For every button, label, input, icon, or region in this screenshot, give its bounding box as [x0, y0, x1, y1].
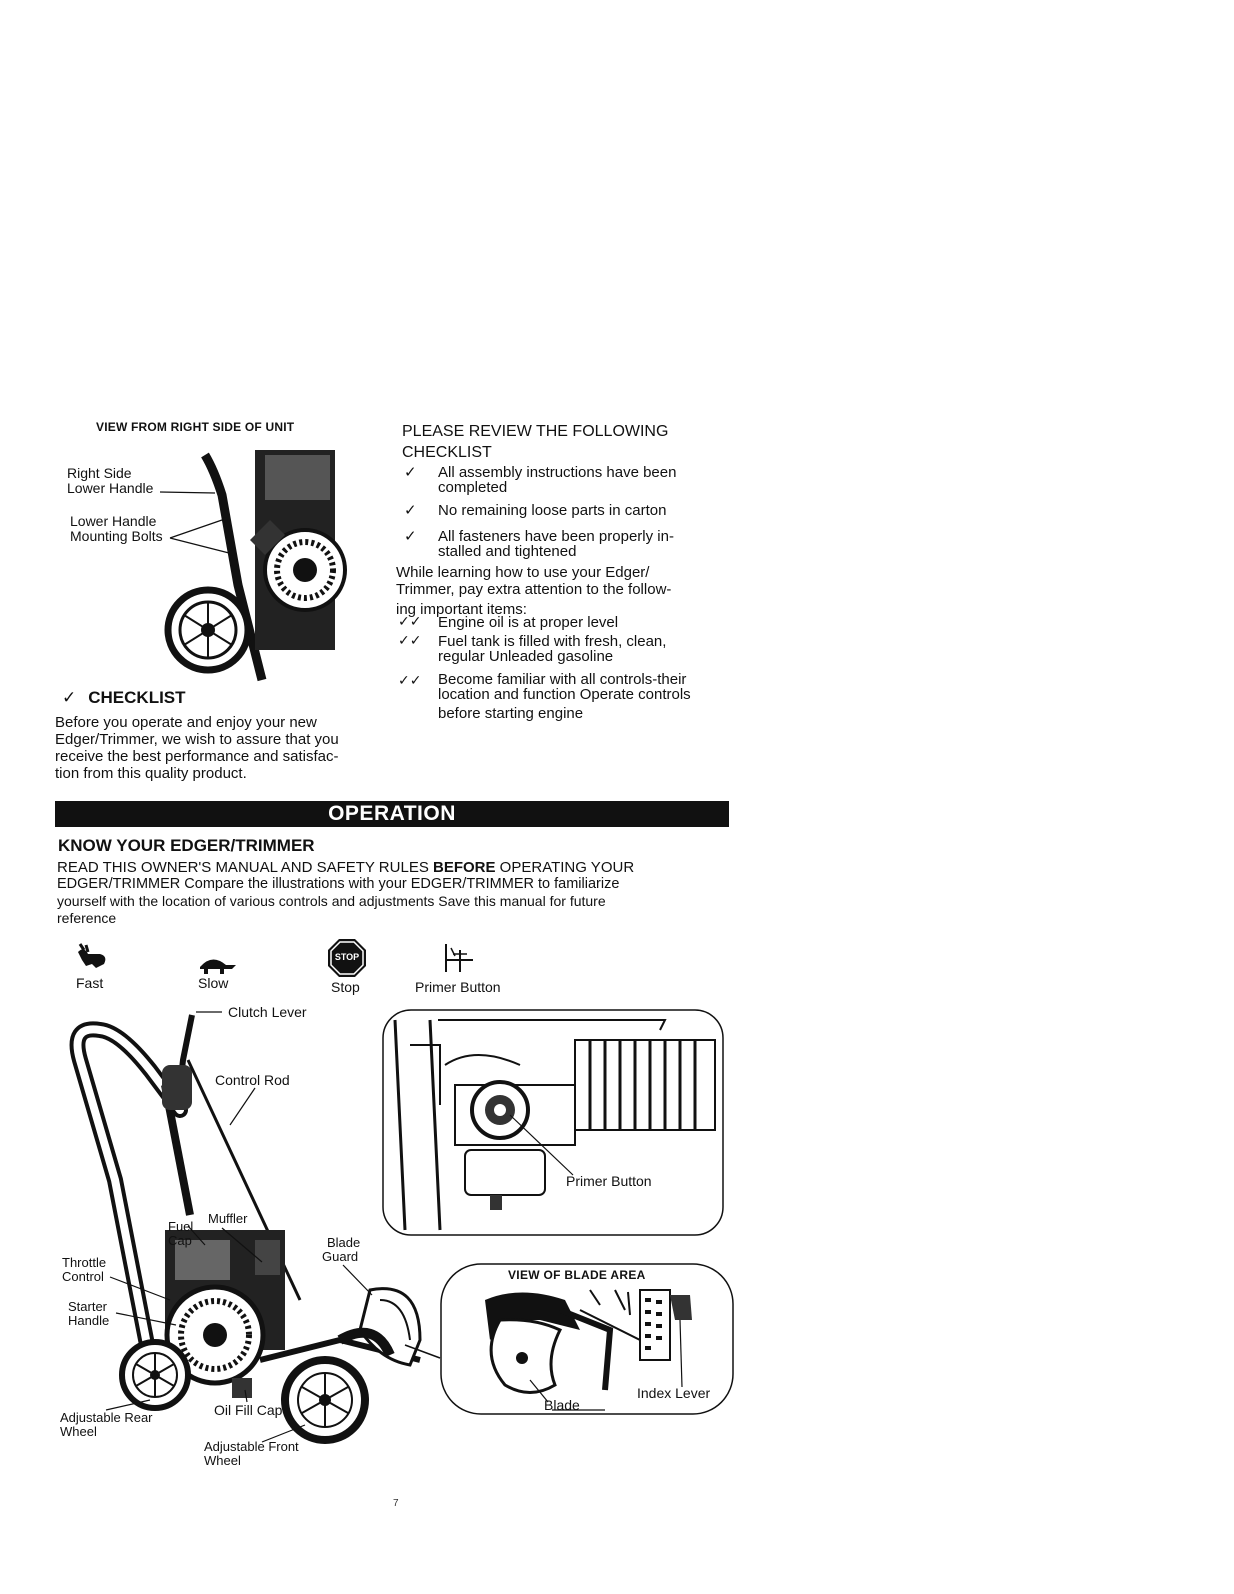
label-line: Right Side [67, 465, 132, 481]
label-throttle-control: Throttle Control [62, 1256, 106, 1284]
slow-label: Slow [198, 975, 229, 991]
label-mounting-bolts: Lower Handle Mounting Bolts [70, 514, 163, 544]
check-line: stalled and tightened [438, 543, 577, 560]
learning-line: Trimmer, pay extra attention to the foll… [396, 581, 672, 598]
label-line: Control [62, 1269, 104, 1284]
double-checkmark-icon: ✓✓ [398, 614, 422, 630]
label-line: Lower Handle [70, 513, 157, 529]
review-heading: PLEASE REVIEW THE FOLLOWING CHECKLIST [402, 421, 668, 463]
check-line: All fasteners have been properly in- [438, 528, 674, 545]
turtle-icon [200, 959, 236, 974]
primer-button-label: Primer Button [415, 979, 501, 995]
label-clutch-lever: Clutch Lever [228, 1004, 307, 1020]
label-adjustable-front-wheel: Adjustable Front Wheel [204, 1440, 299, 1468]
label-line: Handle [68, 1313, 110, 1328]
primer-bulb-icon [445, 944, 473, 972]
check-item: ✓ No remaining loose parts in carton [404, 501, 734, 520]
checkmark-icon: ✓ [62, 688, 77, 708]
operation-banner: OPERATION [55, 801, 729, 827]
checklist-heading: ✓ CHECKLIST [62, 688, 186, 708]
important-line: Fuel tank is filled with fresh, clean, [438, 633, 667, 650]
intro-line: Edger/Trimmer, we wish to assure that yo… [55, 731, 339, 748]
important-line: location and function Operate controls [438, 686, 691, 703]
label-starter-handle: Starter Handle [68, 1300, 109, 1328]
label-line: Fuel [168, 1219, 194, 1234]
label-adjustable-rear-wheel: Adjustable Rear Wheel [60, 1411, 153, 1439]
learning-paragraph: While learning how to use your Edger/ Tr… [396, 564, 736, 618]
review-heading-line: CHECKLIST [402, 444, 492, 461]
learning-line: ing important items: [396, 601, 527, 618]
blade-area-title: VIEW OF BLADE AREA [508, 1268, 646, 1282]
check-item: ✓ All assembly instructions have been co… [404, 463, 734, 496]
stop-sign-text: STOP [334, 952, 360, 962]
important-line: Become familiar with all controls-their [438, 671, 687, 688]
section-heading: KNOW YOUR EDGER/TRIMMER [58, 836, 315, 855]
label-oil-fill-cap: Oil Fill Cap [214, 1402, 283, 1418]
label-inset-primer-button: Primer Button [566, 1173, 652, 1189]
important-item: ✓✓ Become familiar with all controls-the… [398, 671, 738, 722]
label-line: Guard [322, 1249, 359, 1264]
stop-sign-icon [328, 939, 366, 977]
learning-line: While learning how to use your Edger/ [396, 564, 650, 581]
figure-title-right-side: VIEW FROM RIGHT SIDE OF UNIT [96, 420, 295, 434]
intro-line: receive the best performance and satisfa… [55, 748, 339, 765]
important-line: regular Unleaded gasoline [438, 648, 614, 665]
label-line: Adjustable Front [204, 1439, 299, 1454]
operation-banner-text: OPERATION [328, 802, 456, 825]
label-line: Starter [68, 1299, 108, 1314]
check-line: No remaining loose parts in carton [438, 502, 667, 519]
operation-paragraph: READ THIS OWNER'S MANUAL AND SAFETY RULE… [57, 859, 737, 927]
para-bold: BEFORE [433, 859, 496, 876]
label-index-lever: Index Lever [637, 1385, 711, 1401]
check-line: All assembly instructions have been [438, 464, 677, 481]
label-line: Blade [327, 1235, 361, 1250]
label-blade: Blade [544, 1397, 580, 1413]
rabbit-icon [78, 943, 106, 968]
checklist-intro: Before you operate and enjoy your new Ed… [55, 714, 385, 782]
label-line: Adjustable Rear [60, 1410, 153, 1425]
page-number: 7 [393, 1498, 399, 1509]
important-item: ✓✓ Engine oil is at proper level [398, 614, 738, 631]
fast-label: Fast [76, 975, 104, 991]
label-line: Wheel [60, 1424, 97, 1439]
important-line: Engine oil is at proper level [438, 614, 619, 631]
intro-line: Before you operate and enjoy your new [55, 714, 317, 731]
checkmark-icon: ✓ [404, 527, 417, 545]
label-muffler: Muffler [208, 1211, 248, 1226]
check-line: completed [438, 479, 508, 496]
stop-label: Stop [331, 979, 360, 995]
para-line: yourself with the location of various co… [57, 893, 606, 909]
checklist-heading-text: CHECKLIST [88, 688, 186, 707]
checkmark-icon: ✓ [404, 501, 417, 519]
important-item: ✓✓ Fuel tank is filled with fresh, clean… [398, 633, 738, 664]
para-line: EDGER/TRIMMER Compare the illustrations … [57, 876, 620, 892]
label-line: Throttle [62, 1255, 107, 1270]
para-text: OPERATING YOUR [495, 859, 635, 876]
important-line: before starting engine [438, 705, 584, 722]
label-fuel-cap: Fuel Cap [168, 1220, 193, 1248]
label-right-side-lower-handle: Right Side Lower Handle [67, 466, 153, 496]
para-line: reference [57, 910, 117, 926]
label-line: Cap [168, 1233, 192, 1248]
check-item: ✓ All fasteners have been properly in- s… [404, 527, 734, 560]
label-line: Lower Handle [67, 480, 154, 496]
label-line: Wheel [204, 1453, 241, 1468]
review-heading-line: PLEASE REVIEW THE FOLLOWING [402, 423, 669, 440]
para-line: READ THIS OWNER'S MANUAL AND SAFETY RULE… [57, 859, 737, 876]
intro-line: tion from this quality product. [55, 765, 247, 782]
label-control-rod: Control Rod [215, 1072, 290, 1088]
double-checkmark-icon: ✓✓ [398, 633, 422, 649]
label-blade-guard: Blade Guard [322, 1236, 360, 1264]
label-line: Mounting Bolts [70, 528, 163, 544]
checkmark-icon: ✓ [404, 463, 417, 481]
para-text: READ THIS OWNER'S MANUAL AND SAFETY RULE… [57, 859, 433, 876]
double-checkmark-icon: ✓✓ [398, 673, 422, 689]
